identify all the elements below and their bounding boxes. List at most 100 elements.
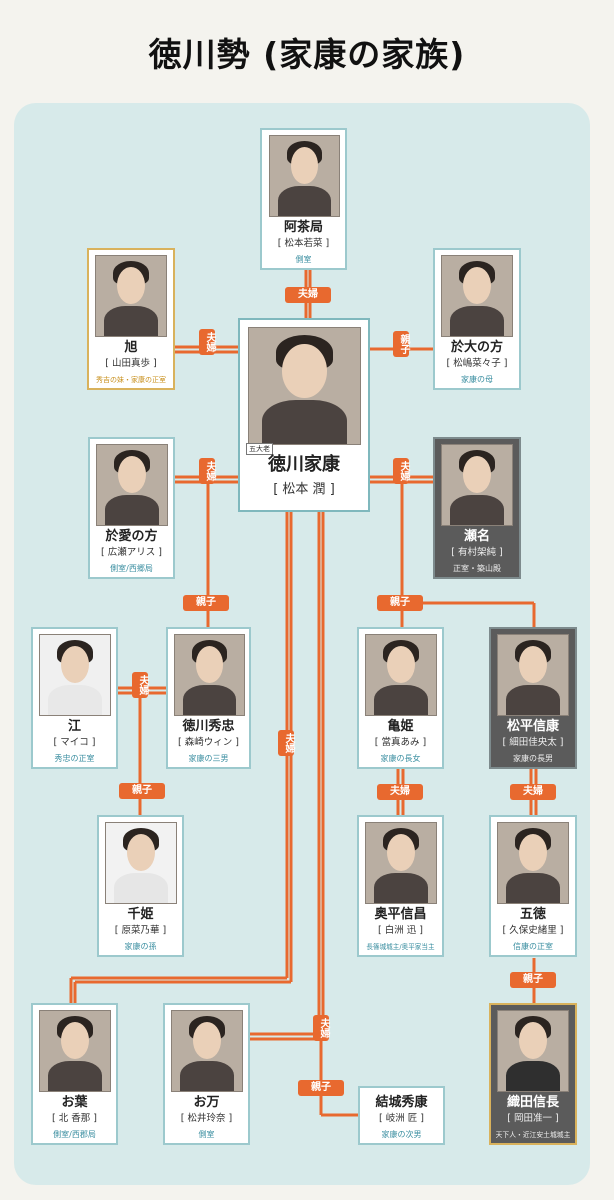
- actor-name: [ 松本 潤 ]: [273, 482, 335, 497]
- actor-name: [ 山田真歩 ]: [105, 358, 157, 369]
- parent-child-badge: 親子: [183, 595, 229, 611]
- person-name: 瀬名: [463, 529, 490, 544]
- role-label: 家康の長女: [380, 754, 421, 763]
- person-name: お万: [193, 1095, 220, 1110]
- portrait-photo: [248, 327, 361, 445]
- person-card-sena: 瀬名 [ 有村架純 ] 正室・築山殿: [433, 437, 521, 579]
- person-name: お葉: [61, 1095, 88, 1110]
- person-name: 於愛の方: [105, 529, 158, 544]
- actor-name: [ 広瀬アリス ]: [101, 547, 162, 558]
- title-tag: 五大老: [246, 443, 273, 455]
- portrait-photo: [497, 822, 569, 904]
- actor-name: [ 松本若菜 ]: [277, 238, 330, 249]
- portrait-photo: [171, 1010, 243, 1092]
- person-card-ieyasu: 五大老 徳川家康 [ 松本 潤 ]: [238, 318, 370, 512]
- role-label: 信康の正室: [513, 942, 553, 951]
- actor-name: [ 岐洲 匠 ]: [379, 1113, 424, 1124]
- person-card-acha: 阿茶局 [ 松本若菜 ] 側室: [260, 128, 347, 270]
- portrait-photo: [365, 822, 437, 904]
- actor-name: [ 有村架純 ]: [451, 547, 503, 558]
- person-name: 徳川秀忠: [182, 719, 235, 734]
- person-card-hidetada: 徳川秀忠 [ 森崎ウィン ] 家康の三男: [166, 627, 251, 769]
- couple-badge: 夫婦: [377, 784, 423, 800]
- person-name: 五徳: [519, 907, 546, 922]
- role-label: 正室・築山殿: [453, 564, 501, 573]
- person-name: 亀姫: [387, 719, 414, 734]
- parent-child-badge: 親子: [298, 1080, 344, 1096]
- role-label: 家康の孫: [124, 942, 157, 951]
- role-label: 側室/西郷局: [110, 564, 153, 573]
- actor-name: [ 白洲 迅 ]: [378, 925, 423, 936]
- portrait-photo: [39, 1010, 111, 1092]
- couple-badge: 夫婦: [132, 672, 148, 698]
- role-label: 家康の三男: [188, 754, 229, 763]
- role-label: 側室: [198, 1130, 215, 1139]
- person-name: 江: [67, 719, 81, 734]
- role-label: 側室/西郡局: [53, 1130, 96, 1139]
- portrait-photo: [365, 634, 437, 716]
- portrait-photo: [441, 444, 513, 526]
- person-card-go: 江 [ マイコ ] 秀忠の正室: [31, 627, 118, 769]
- portrait-photo: [39, 634, 111, 716]
- person-name: 千姫: [127, 907, 154, 922]
- person-card-odai: 於大の方 [ 松嶋菜々子 ] 家康の母: [433, 248, 521, 390]
- page-title: 徳川勢 (家康の家族): [148, 35, 466, 74]
- actor-name: [ 當真あみ ]: [374, 737, 427, 748]
- person-name: 奥平信昌: [374, 907, 427, 922]
- person-card-nobuyasu: 松平信康 [ 細田佳央太 ] 家康の長男: [489, 627, 577, 769]
- person-name: 於大の方: [450, 340, 503, 355]
- person-name: 織田信長: [506, 1095, 559, 1110]
- portrait-photo: [105, 822, 177, 904]
- couple-badge: 夫婦: [199, 329, 215, 355]
- person-card-oha: お葉 [ 北 香那 ] 側室/西郡局: [31, 1003, 118, 1145]
- couple-badge: 夫婦: [285, 287, 331, 303]
- person-card-nobunaga: 織田信長 [ 岡田准一 ] 天下人・近江安土城城主: [489, 1003, 577, 1145]
- parent-child-badge: 親子: [119, 783, 165, 799]
- couple-badge: 夫婦: [313, 1015, 329, 1041]
- person-name: 阿茶局: [283, 220, 323, 235]
- person-card-senhime: 千姫 [ 原菜乃華 ] 家康の孫: [97, 815, 184, 957]
- person-name: 結城秀康: [375, 1095, 428, 1110]
- role-label: 秀忠の正室: [54, 754, 95, 763]
- role-label: 家康の母: [461, 375, 493, 384]
- actor-name: [ 松井玲奈 ]: [180, 1113, 233, 1124]
- role-label: 天下人・近江安土城城主: [495, 1131, 571, 1139]
- parent-child-badge: 親子: [393, 331, 409, 357]
- person-card-oman: お万 [ 松井玲奈 ] 側室: [163, 1003, 250, 1145]
- actor-name: [ 北 香那 ]: [52, 1113, 97, 1124]
- person-card-kamehime: 亀姫 [ 當真あみ ] 家康の長女: [357, 627, 444, 769]
- person-name: 徳川家康: [268, 454, 340, 475]
- person-card-nobumasa: 奥平信昌 [ 白洲 迅 ] 長篠城城主/奥平家当主: [357, 815, 444, 957]
- portrait-photo: [269, 135, 340, 217]
- person-card-asahi: 旭 [ 山田真歩 ] 秀吉の妹・家康の正室: [87, 248, 175, 390]
- actor-name: [ 森崎ウィン ]: [178, 737, 239, 748]
- actor-name: [ 細田佳央太 ]: [502, 737, 564, 748]
- couple-badge: 夫婦: [510, 784, 556, 800]
- actor-name: [ 原菜乃華 ]: [114, 925, 167, 936]
- role-label: 秀吉の妹・家康の正室: [96, 376, 166, 384]
- portrait-photo: [96, 444, 168, 526]
- role-label: 家康の次男: [381, 1130, 422, 1139]
- portrait-photo: [441, 255, 513, 337]
- role-label: 側室: [295, 255, 312, 264]
- portrait-photo: [95, 255, 167, 337]
- portrait-photo: [497, 1010, 569, 1092]
- person-name: 旭: [124, 340, 138, 355]
- actor-name: [ 松嶋菜々子 ]: [446, 358, 508, 369]
- role-label: 長篠城城主/奥平家当主: [366, 943, 435, 951]
- actor-name: [ マイコ ]: [53, 737, 96, 748]
- parent-child-badge: 親子: [377, 595, 423, 611]
- portrait-photo: [497, 634, 569, 716]
- actor-name: [ 岡田准一 ]: [507, 1113, 559, 1124]
- couple-badge: 夫婦: [278, 730, 294, 756]
- person-name: 松平信康: [506, 719, 559, 734]
- person-card-hideyasu: 結城秀康 [ 岐洲 匠 ] 家康の次男: [358, 1086, 445, 1145]
- actor-name: [ 久保史緒里 ]: [502, 925, 564, 936]
- role-label: 家康の長男: [513, 754, 553, 763]
- couple-badge: 夫婦: [199, 458, 215, 484]
- portrait-photo: [174, 634, 245, 716]
- couple-badge: 夫婦: [393, 458, 409, 484]
- parent-child-badge: 親子: [510, 972, 556, 988]
- person-card-gotoku: 五徳 [ 久保史緒里 ] 信康の正室: [489, 815, 577, 957]
- person-card-oai: 於愛の方 [ 広瀬アリス ] 側室/西郷局: [88, 437, 175, 579]
